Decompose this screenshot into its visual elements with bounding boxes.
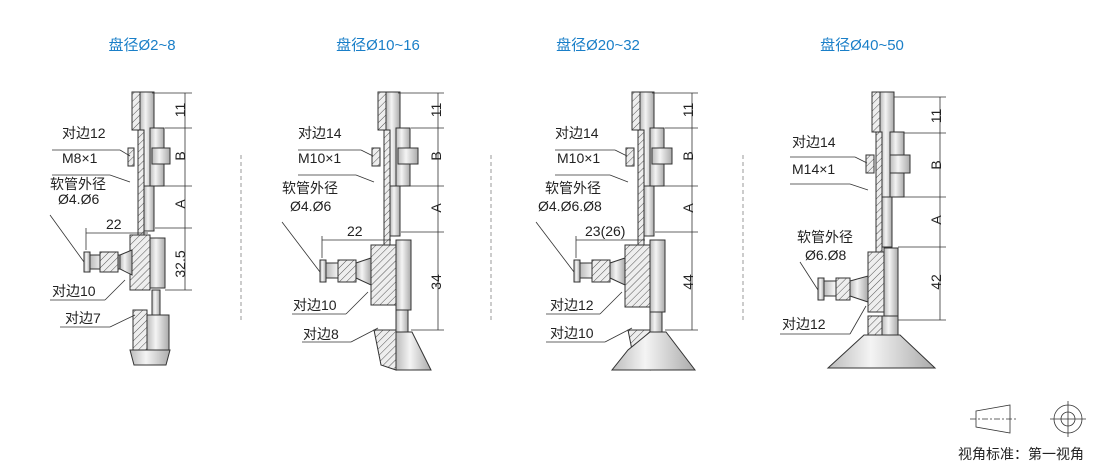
hex-fitting-label: 对边10 [52,283,96,299]
dim-b: B [428,151,444,161]
hex-bottom-label: 对边10 [550,325,594,341]
thread-label: M14×1 [792,161,836,177]
dim-body: 32.5 [172,250,188,278]
offset-dim: 22 [106,216,122,232]
dim-body: 44 [680,274,696,290]
hose-sizes: Ø6.Ø8 [805,247,847,263]
hex-fitting-label: 对边12 [782,316,826,332]
hex-fitting-label: 对边10 [293,297,337,313]
dim-a: A [428,203,444,213]
first-angle-projection-icon [970,401,1086,437]
thread-label: M10×1 [298,150,342,166]
hex-top-label: 对边12 [62,125,106,141]
hex-bottom-label: 对边7 [65,310,101,326]
view-4-title: 盘径Ø40~50 [820,37,904,54]
suction-cup-view-2 [281,91,444,371]
dim-11: 11 [428,102,444,118]
dim-11: 11 [928,108,944,124]
suction-cup-view-3 [535,91,698,371]
hex-fitting-label: 对边12 [550,297,594,313]
dim-b: B [928,160,944,170]
hose-label: 软管外径 [797,229,853,245]
dim-a: A [680,203,696,213]
dim-b: B [680,151,696,161]
hose-label: 软管外径 [50,176,106,192]
dim-a: A [928,215,944,225]
view-1-title: 盘径Ø2~8 [108,37,176,54]
hose-sizes: Ø4.Ø6 [58,191,100,207]
hose-label: 软管外径 [282,180,338,196]
hex-top-label: 对边14 [555,125,599,141]
hose-label: 软管外径 [545,180,601,196]
suction-cup-view-4 [780,91,946,369]
view-2-title: 盘径Ø10~16 [336,37,420,54]
hex-bottom-label: 对边8 [303,326,339,342]
hex-top-label: 对边14 [792,134,836,150]
dim-b: B [172,151,188,161]
suction-cup-view-1 [49,91,192,366]
thread-label: M8×1 [62,150,98,166]
hose-sizes: Ø4.Ø6 [290,198,332,214]
projection-standard-label: 视角标准：第一视角 [958,446,1084,462]
dim-11: 11 [680,102,696,118]
thread-label: M10×1 [557,150,601,166]
offset-dim: 22 [347,223,363,239]
view-3-title: 盘径Ø20~32 [556,37,640,54]
dim-a: A [172,199,188,209]
dim-11: 11 [172,102,188,118]
dim-body: 42 [928,274,944,290]
hex-top-label: 对边14 [298,125,342,141]
hose-sizes: Ø4.Ø6.Ø8 [538,198,602,214]
offset-dim: 23(26) [585,223,626,239]
dim-body: 34 [428,274,444,290]
